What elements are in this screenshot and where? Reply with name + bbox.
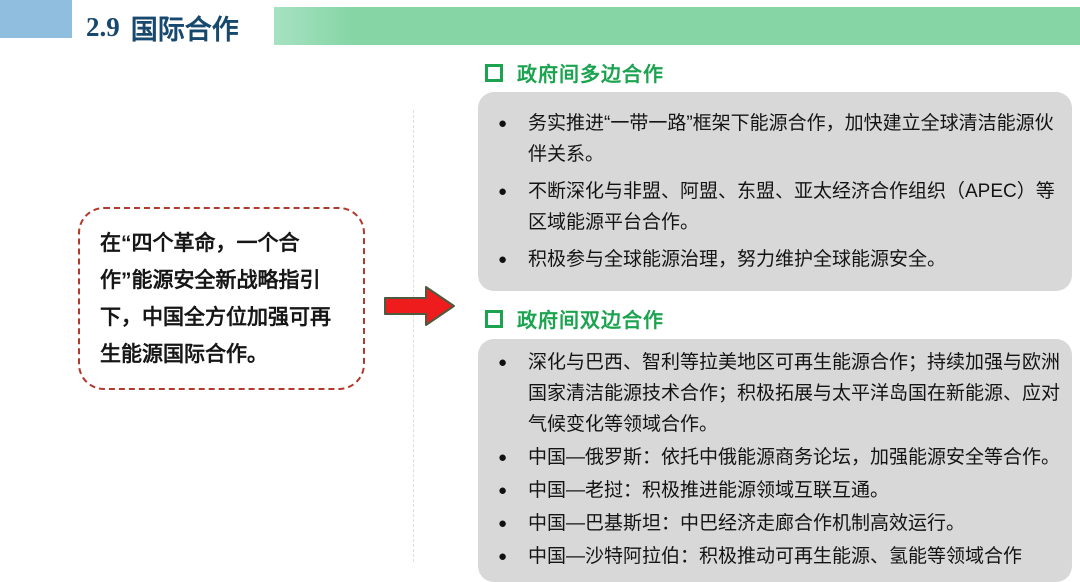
dot-bullet-icon: ●: [498, 482, 508, 499]
page-title-text: 国际合作: [130, 14, 239, 45]
list-item: ● 中国—老挝：积极推进能源领域互联互通。: [478, 475, 1072, 506]
square-bullet-icon: [485, 309, 503, 328]
section-heading-multilateral: 政府间多边合作: [485, 58, 664, 87]
intro-text: 在“四个革命，一个合作”能源安全新战略指引下，中国全方位加强可再生能源国际合作。: [100, 231, 331, 366]
section-heading-label: 政府间多边合作: [517, 64, 664, 86]
dot-bullet-icon: ●: [498, 183, 508, 200]
bullet-text: 中国—老挝：积极推进能源领域互联互通。: [528, 480, 890, 501]
red-arrow-icon: [384, 286, 455, 326]
section-heading-label: 政府间双边合作: [517, 310, 664, 332]
page-title-number: 2.9: [86, 11, 120, 42]
dot-bullet-icon: ●: [498, 449, 508, 466]
title-accent-block: [0, 0, 72, 38]
dashed-divider-line: [413, 110, 414, 562]
list-item: ● 中国—俄罗斯：依托中俄能源商务论坛，加强能源安全等合作。: [478, 442, 1072, 473]
square-bullet-icon: [485, 63, 503, 82]
dot-bullet-icon: ●: [498, 251, 508, 268]
intro-box: 在“四个革命，一个合作”能源安全新战略指引下，中国全方位加强可再生能源国际合作。: [78, 207, 365, 390]
page-title: 2.9 国际合作: [86, 8, 239, 46]
bullet-text: 不断深化与非盟、阿盟、东盟、亚太经济合作组织（APEC）等区域能源平台合作。: [528, 181, 1055, 233]
list-item: ● 积极参与全球能源治理，努力维护全球能源安全。: [478, 244, 1072, 275]
bullet-text: 中国—沙特阿拉伯：积极推动可再生能源、氢能等领域合作: [528, 546, 1023, 567]
list-item: ● 务实推进“一带一路”框架下能源合作，加快建立全球清洁能源伙伴关系。: [478, 108, 1072, 170]
bullet-text: 深化与巴西、智利等拉美地区可再生能源合作；持续加强与欧洲国家清洁能源技术合作；积…: [528, 352, 1061, 435]
bullet-text: 中国—俄罗斯：依托中俄能源商务论坛，加强能源安全等合作。: [528, 447, 1061, 468]
dot-bullet-icon: ●: [498, 515, 508, 532]
dot-bullet-icon: ●: [498, 548, 508, 565]
title-green-bar: [274, 7, 1080, 45]
list-item: ● 深化与巴西、智利等拉美地区可再生能源合作；持续加强与欧洲国家清洁能源技术合作…: [478, 347, 1072, 440]
multilateral-panel: ● 务实推进“一带一路”框架下能源合作，加快建立全球清洁能源伙伴关系。 ● 不断…: [478, 92, 1072, 291]
dot-bullet-icon: ●: [498, 115, 508, 132]
bilateral-panel: ● 深化与巴西、智利等拉美地区可再生能源合作；持续加强与欧洲国家清洁能源技术合作…: [478, 339, 1072, 582]
list-item: ● 中国—沙特阿拉伯：积极推动可再生能源、氢能等领域合作: [478, 541, 1072, 572]
bullet-text: 务实推进“一带一路”框架下能源合作，加快建立全球清洁能源伙伴关系。: [528, 113, 1054, 165]
bullet-text: 积极参与全球能源治理，努力维护全球能源安全。: [528, 249, 947, 270]
dot-bullet-icon: ●: [498, 354, 508, 371]
bullet-text: 中国—巴基斯坦：中巴经济走廊合作机制高效运行。: [528, 513, 966, 534]
list-item: ● 中国—巴基斯坦：中巴经济走廊合作机制高效运行。: [478, 508, 1072, 539]
section-heading-bilateral: 政府间双边合作: [485, 304, 664, 333]
list-item: ● 不断深化与非盟、阿盟、东盟、亚太经济合作组织（APEC）等区域能源平台合作。: [478, 176, 1072, 238]
